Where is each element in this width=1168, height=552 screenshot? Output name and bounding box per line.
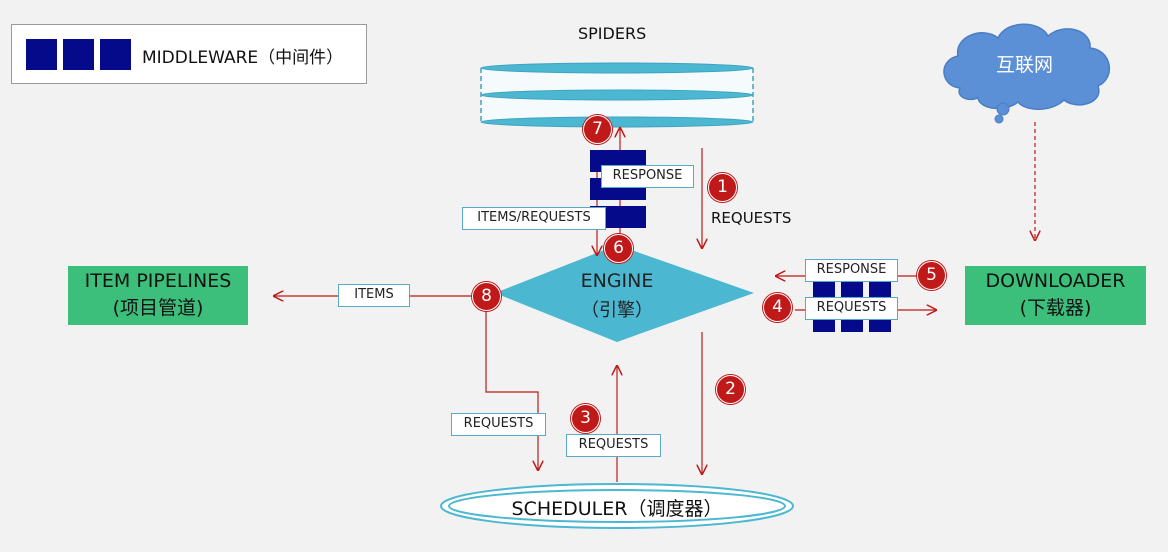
engine-diamond xyxy=(495,245,754,342)
step-badge-4: 4 xyxy=(763,293,792,322)
internet-cloud xyxy=(943,23,1111,124)
legend-label: MIDDLEWARE（中间件） xyxy=(142,48,344,68)
requests-step8-label: REQUESTS xyxy=(451,413,546,436)
spiders-label: SPIDERS xyxy=(578,24,647,43)
downloader-label: DOWNLOADER xyxy=(985,270,1126,292)
requests-step3-label: REQUESTS xyxy=(566,434,661,457)
step-badge-1: 1 xyxy=(708,173,737,202)
engine-sublabel: （引擎） xyxy=(581,300,653,321)
step-badge-5: 5 xyxy=(917,261,946,290)
item-pipelines-box: ITEM PIPELINES (项目管道) xyxy=(68,266,248,325)
response-spider-label: RESPONSE xyxy=(601,165,694,188)
step-badge-7: 7 xyxy=(583,115,612,144)
step-badge-2: 2 xyxy=(716,375,745,404)
scheduler-label: SCHEDULER（调度器） xyxy=(511,498,723,520)
scheduler-ellipse xyxy=(440,483,794,529)
arrow-step-8-requests xyxy=(485,308,538,470)
spiders-stack xyxy=(480,62,754,128)
middleware-swatch xyxy=(26,39,57,70)
step-badge-8: 8 xyxy=(472,282,501,311)
downloader-sublabel: (下载器) xyxy=(1019,297,1092,319)
downloader-box: DOWNLOADER (下载器) xyxy=(965,266,1146,325)
internet-label: 互联网 xyxy=(996,54,1054,76)
step-badge-3: 3 xyxy=(571,404,600,433)
items-label: ITEMS xyxy=(338,284,410,307)
middleware-swatch xyxy=(100,39,131,70)
requests-step1-label: REQUESTS xyxy=(711,209,792,227)
requests-downloader-label: REQUESTS xyxy=(805,297,898,320)
engine-label: ENGINE xyxy=(580,270,654,292)
middleware-legend: MIDDLEWARE（中间件） xyxy=(11,24,367,84)
middleware-swatch xyxy=(63,39,94,70)
response-downloader-label: RESPONSE xyxy=(805,259,898,282)
item-pipelines-sublabel: (项目管道) xyxy=(112,297,204,319)
items-requests-label: ITEMS/REQUESTS xyxy=(462,207,606,230)
step-badge-6: 6 xyxy=(604,234,633,263)
item-pipelines-label: ITEM PIPELINES xyxy=(84,270,232,292)
